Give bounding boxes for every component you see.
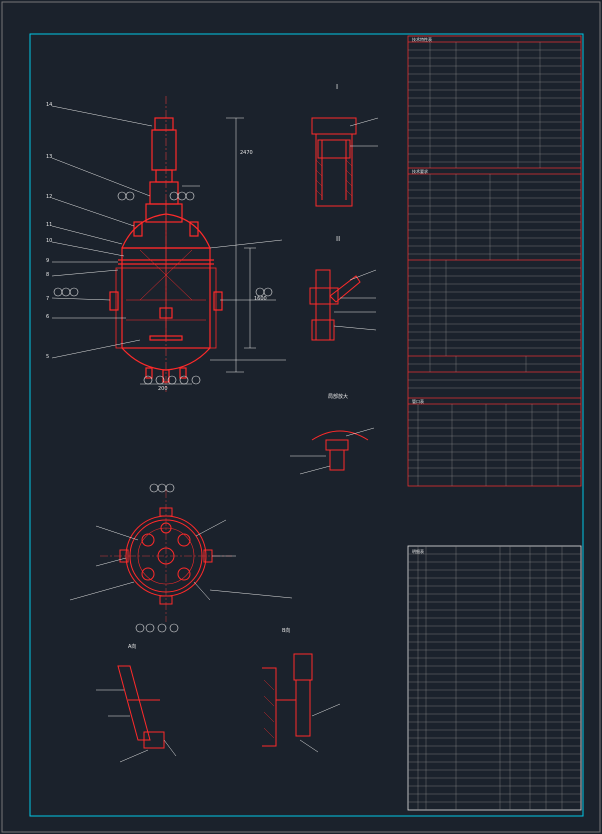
part-no-6: 6 [46, 314, 50, 320]
plan-balloons [135, 483, 179, 633]
vessel-internals [126, 249, 206, 321]
tech-table-grid [408, 42, 581, 389]
parts-table-grid [417, 546, 563, 810]
part-no-9: 9 [46, 258, 50, 264]
tech-table-frame [407, 35, 582, 487]
detail-A-label: A向 [128, 644, 137, 650]
part-no-11: 11 [46, 222, 53, 228]
parts-table-title: 明细表 [412, 549, 424, 554]
part-no-14: 14 [46, 102, 53, 108]
base-offset-dim: 200 [158, 386, 168, 392]
part-no-8: 8 [46, 272, 50, 278]
detail-B-hatch [263, 679, 275, 739]
detail-B-leaders [299, 703, 341, 753]
body-height-dim: 1600 [254, 296, 267, 302]
nozzle-table-grid [408, 404, 581, 486]
detail-A-leaders [96, 689, 177, 763]
inner-frame [29, 33, 584, 817]
tech-table-title: 技术特性表 [412, 37, 432, 42]
detail-nozzle-label: 局部放大 [328, 394, 349, 400]
part-no-5: 5 [46, 354, 50, 360]
detail-I-leaders [349, 117, 379, 147]
leader-lines [51, 105, 286, 361]
part-no-7: 7 [46, 296, 50, 302]
nozzle-table-title: 管口表 [412, 399, 424, 404]
plan-leaders [69, 519, 293, 601]
part-no-10: 10 [46, 238, 53, 244]
detail-II-label: II [336, 235, 341, 243]
detail-I-hatch [315, 159, 353, 197]
top-balloons [53, 191, 273, 297]
part-no-13: 13 [46, 154, 53, 160]
detail-I-label: I [336, 83, 339, 91]
notes-title: 技术要求 [412, 169, 428, 174]
parts-table-frame [407, 545, 582, 811]
detail-nozzle [311, 430, 369, 471]
detail-II [309, 269, 361, 341]
detail-nozzle-leaders [290, 427, 375, 475]
parts-rows [408, 553, 581, 803]
detail-B-label: B向 [282, 628, 291, 634]
overall-height-dim: 2470 [240, 150, 253, 156]
detail-B [262, 653, 313, 747]
detail-II-leaders [333, 269, 377, 331]
part-no-12: 12 [46, 194, 53, 200]
plan-centerlines [100, 490, 232, 622]
dimension-lines [140, 117, 256, 385]
detail-A [117, 665, 165, 749]
bottom-balloons [143, 375, 201, 385]
